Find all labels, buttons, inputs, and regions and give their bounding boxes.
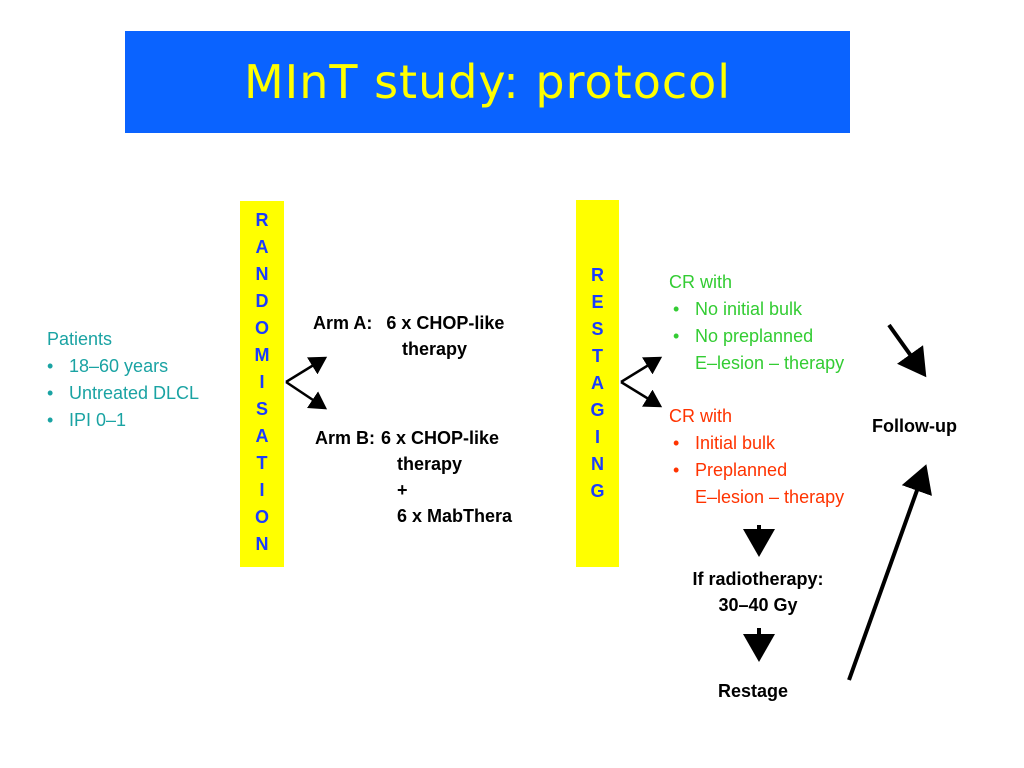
randomisation-letter: T: [256, 453, 268, 473]
randomisation-letter: I: [259, 480, 265, 500]
randomisation-letter: I: [259, 372, 265, 392]
randomisation-letter: M: [254, 345, 270, 365]
slide-title: MInT study: protocol: [243, 55, 732, 109]
randomisation-letter: S: [255, 399, 268, 419]
cr-bulk-block: CR with •Initial bulk •Preplanned E–lesi…: [669, 403, 844, 511]
arrow-to-cr-bulk: [620, 380, 663, 408]
cr-bulk-heading: CR with: [669, 406, 733, 426]
randomisation-fork: [285, 356, 328, 410]
restaging-letter: I: [594, 427, 600, 447]
randomisation-letter: A: [255, 237, 269, 257]
arm-b-line1: 6 x CHOP-like: [381, 428, 500, 448]
restaging-letter: G: [590, 481, 605, 501]
cr-no-bulk-item: •No preplanned: [673, 326, 814, 346]
radiotherapy-line2: 30–40 Gy: [718, 595, 798, 615]
patients-block: Patients •18–60 years •Untreated DLCL •I…: [47, 326, 199, 434]
restaging-letter: A: [591, 373, 604, 393]
cr-no-bulk-heading: CR with: [669, 272, 733, 292]
restaging-letter: S: [591, 319, 604, 339]
patients-item: •18–60 years: [47, 356, 169, 376]
arrow-no-bulk-to-follow-up: [887, 323, 927, 378]
randomisation-letter: O: [254, 507, 269, 527]
title-banner: MInT study: protocol: [125, 31, 850, 133]
radiotherapy-line1: If radiotherapy:: [692, 569, 824, 589]
arm-a-line1: 6 x CHOP-like: [386, 313, 505, 333]
arm-a-line2: therapy: [402, 339, 468, 359]
arm-b-block: Arm B:6 x CHOP-like therapy + 6 x MabThe…: [315, 425, 512, 529]
restaging-letter: T: [592, 346, 603, 366]
radiotherapy-block: If radiotherapy: 30–40 Gy: [668, 566, 848, 618]
cr-no-bulk-item: •No initial bulk: [673, 299, 803, 319]
arm-b-label: Arm B:: [315, 428, 376, 448]
randomisation-letter: O: [254, 318, 269, 338]
restaging-letter: N: [591, 454, 604, 474]
arrow-to-arm-b: [285, 380, 328, 410]
randomisation-letter: A: [255, 426, 269, 446]
restaging-fork: [620, 356, 663, 408]
arrow-to-cr-no-bulk: [620, 356, 663, 384]
cr-bulk-item: •Initial bulk: [673, 433, 776, 453]
patients-item: •IPI 0–1: [47, 410, 127, 430]
arm-b-line3: +: [397, 480, 408, 500]
randomisation-letter: D: [255, 291, 269, 311]
randomisation-letter: N: [255, 534, 269, 554]
cr-no-bulk-block: CR with •No initial bulk •No preplanned …: [669, 269, 844, 377]
restaging-letter: G: [590, 400, 605, 420]
arm-b-line4: 6 x MabThera: [397, 506, 513, 526]
restaging-letter: R: [591, 265, 604, 285]
cr-bulk-item-cont: E–lesion – therapy: [695, 487, 845, 507]
restage-label: Restage: [718, 681, 789, 701]
follow-up-label: Follow-up: [872, 416, 957, 436]
arrow-restage-to-follow-up: [847, 464, 932, 681]
restaging-letter: E: [591, 292, 604, 312]
arrow-to-arm-a: [285, 356, 328, 384]
arm-b-line2: therapy: [397, 454, 463, 474]
patients-heading: Patients: [47, 329, 113, 349]
arm-a-block: Arm A: 6 x CHOP-like therapy: [313, 310, 504, 362]
cr-no-bulk-item-cont: E–lesion – therapy: [695, 353, 845, 373]
arm-a-label: Arm A:: [313, 313, 373, 333]
patients-item: •Untreated DLCL: [47, 383, 200, 403]
randomisation-letter: N: [255, 264, 269, 284]
cr-bulk-item: •Preplanned: [673, 460, 788, 480]
randomisation-letter: R: [255, 210, 269, 230]
